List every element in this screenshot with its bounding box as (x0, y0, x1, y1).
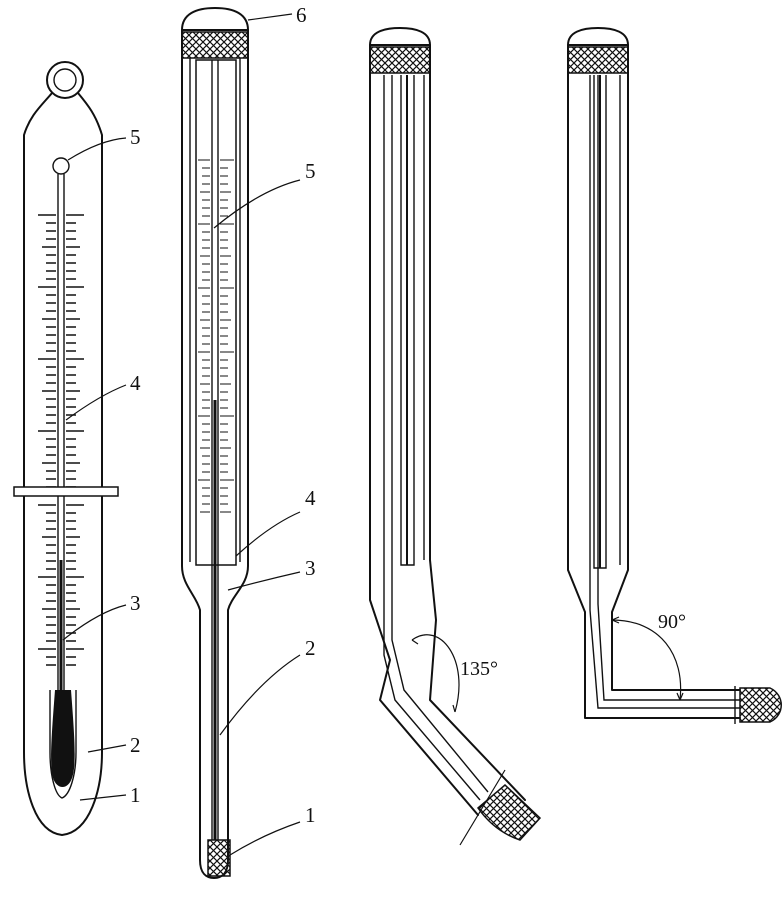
outer-glass-body-2 (181, 29, 249, 879)
thermometer-4: 90° (567, 27, 782, 724)
hanging-ring (46, 61, 84, 99)
t1-label-5: 5 (130, 125, 141, 149)
scale-ticks-1 (38, 214, 84, 666)
thermometer-1: 5 4 3 2 1 (13, 61, 141, 836)
cap (181, 7, 249, 31)
t2-label-2: 2 (305, 636, 316, 660)
t1-label-2: 2 (130, 733, 141, 757)
angle-label-135: 135° (460, 658, 498, 680)
t2-label-5: 5 (305, 159, 316, 183)
sensing-end-4 (739, 687, 782, 723)
t2-label-1: 1 (305, 803, 316, 827)
t2-label-4: 4 (305, 486, 316, 510)
angle-arc-135 (411, 634, 460, 713)
cap-seal (181, 31, 249, 59)
sensing-end-3 (476, 783, 542, 841)
angle-arc-90 (611, 619, 682, 701)
t1-label-1: 1 (130, 783, 141, 807)
t1-label-3: 3 (130, 591, 141, 615)
outer-glass-body-1 (23, 92, 103, 836)
t2-label-6: 6 (296, 3, 307, 27)
outer-glass-body-4 (567, 44, 741, 719)
expansion-chamber (52, 157, 70, 175)
bulb (51, 690, 75, 787)
thermometer-2: 6 5 4 3 2 1 (181, 3, 316, 879)
immersion-mark (13, 486, 119, 497)
angle-label-90: 90° (658, 611, 686, 633)
outer-glass-body-3 (369, 44, 479, 816)
sensing-bulb (207, 839, 231, 877)
t2-label-3: 3 (305, 556, 316, 580)
thermometer-3: 135° (369, 27, 542, 846)
t1-label-4: 4 (130, 371, 141, 395)
scale-ticks-2 (198, 159, 234, 513)
